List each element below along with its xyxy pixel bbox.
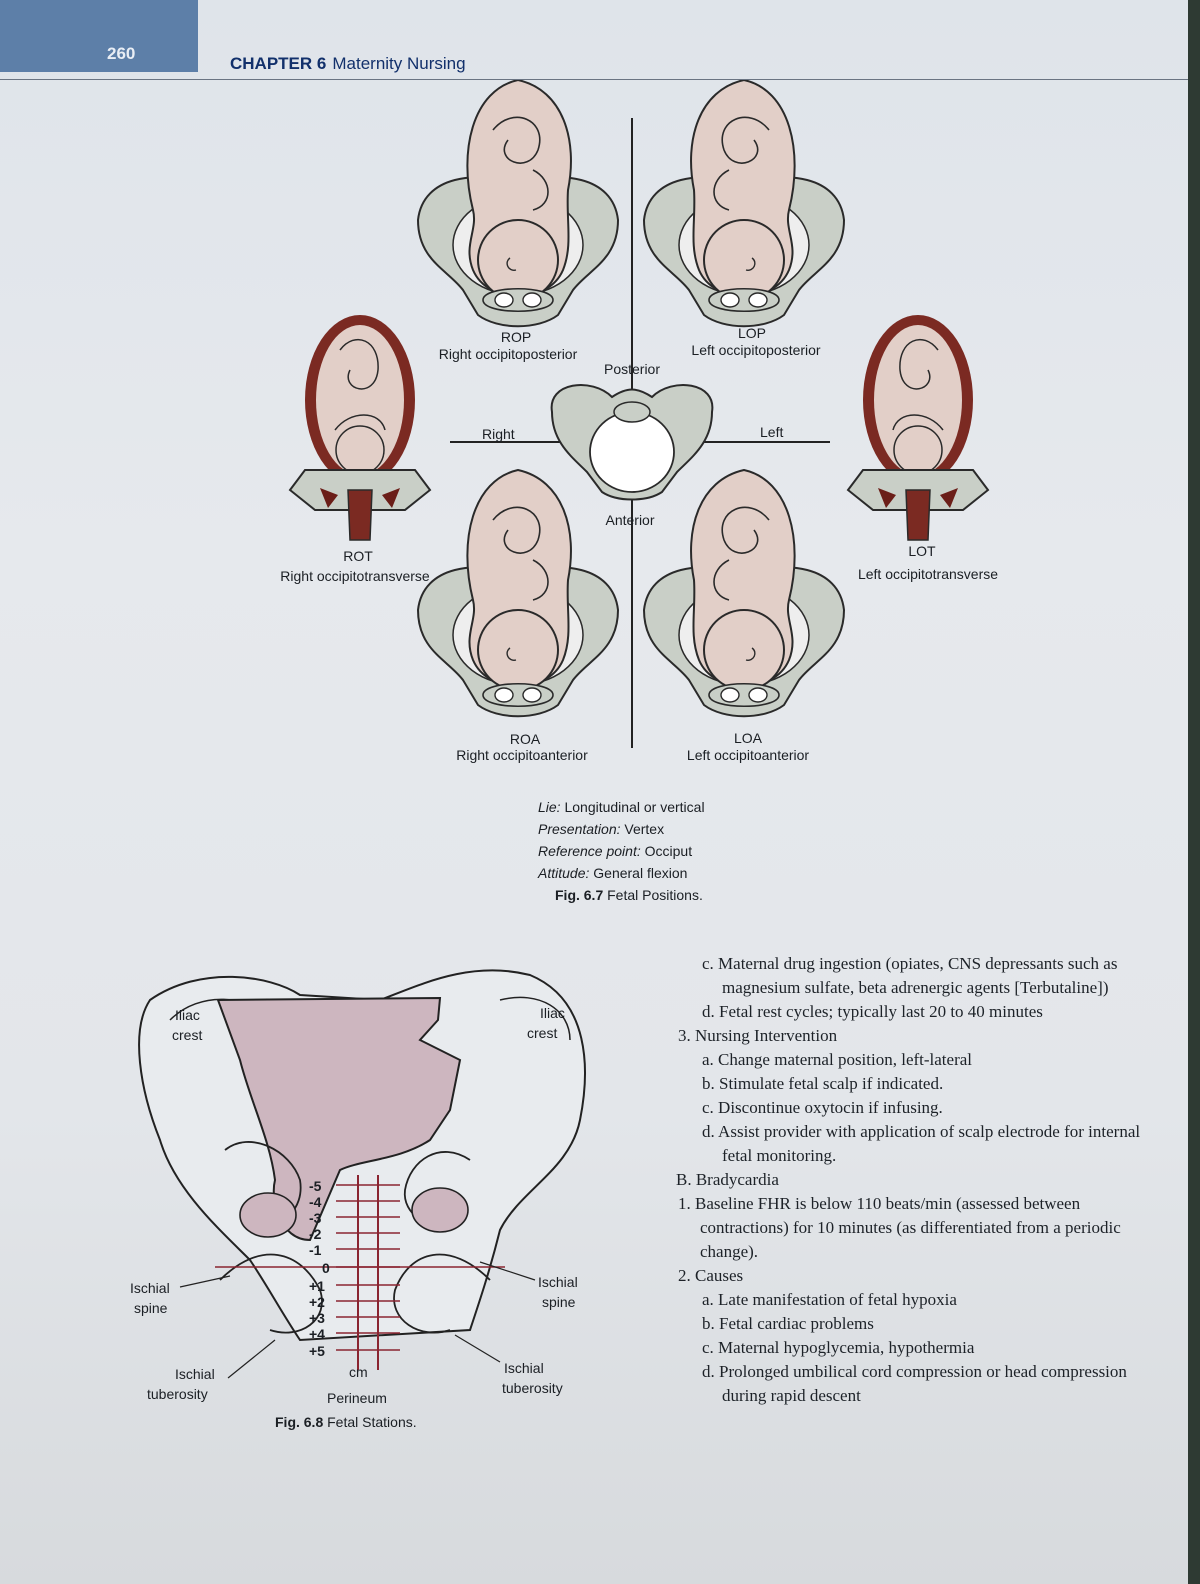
- list-item: a. Late manifestation of fetal hypoxia: [702, 1290, 957, 1309]
- list-item: d. Prolonged umbilical cord compression …: [702, 1362, 1127, 1405]
- fetal-positions-figure: [289, 80, 989, 748]
- ischial-spine-left-l1: Ischial: [130, 1280, 170, 1296]
- rot-name: Right occipitotransverse: [280, 568, 430, 584]
- body-text-column: c. Maternal drug ingestion (opiates, CNS…: [676, 952, 1156, 1408]
- ischial-tuberosity-left-l1: Ischial: [175, 1366, 215, 1382]
- loa-abbr: LOA: [733, 730, 763, 746]
- list-item: b. Stimulate fetal scalp if indicated.: [702, 1074, 944, 1093]
- page-number: 260: [107, 44, 136, 63]
- center-pelvis-diagram: [550, 384, 714, 501]
- reference-row: Reference point: Occiput: [538, 843, 693, 859]
- fetal-position-attributes: Lie: Longitudinal or vertical Presentati…: [538, 796, 705, 884]
- ischial-spine-left-l2: spine: [134, 1300, 168, 1316]
- header-rule: [0, 79, 1188, 80]
- rop-abbr: ROP: [500, 329, 532, 345]
- lot-diagram: [847, 314, 989, 541]
- list-item: c. Maternal drug ingestion (opiates, CNS…: [702, 954, 1118, 997]
- roa-diagram: [417, 469, 619, 718]
- list-item: b. Fetal cardiac problems: [702, 1314, 874, 1333]
- iliac-crest-right-l1: Iliac: [540, 1005, 565, 1021]
- posterior-label: Posterior: [603, 361, 661, 377]
- fig67-caption: Fig. 6.7 Fetal Positions.: [555, 887, 703, 903]
- lop-name: Left occipitoposterior: [691, 342, 821, 358]
- rop-diagram: [417, 80, 619, 328]
- station-label: 0: [322, 1260, 330, 1276]
- station-label: +3: [309, 1310, 325, 1326]
- ischial-tuberosity-left-l2: tuberosity: [147, 1386, 208, 1402]
- station-label: -5: [309, 1178, 322, 1194]
- roa-name: Right occipitoanterior: [456, 747, 588, 763]
- rot-abbr: ROT: [343, 548, 373, 564]
- right-label: Right: [482, 426, 515, 442]
- station-label: -4: [309, 1194, 322, 1210]
- fetal-stations-figure: [138, 969, 586, 1379]
- iliac-crest-left-l2: crest: [172, 1027, 203, 1043]
- unit-label: cm: [349, 1364, 368, 1380]
- iliac-crest-left-l1: Iliac: [175, 1007, 200, 1023]
- ischial-spine-right-l1: Ischial: [538, 1274, 578, 1290]
- ischial-tuberosity-right-l1: Ischial: [504, 1360, 544, 1376]
- perineum-label: Perineum: [327, 1390, 387, 1406]
- loa-name: Left occipitoanterior: [686, 747, 810, 763]
- lop-abbr: LOP: [737, 325, 767, 341]
- list-item: d. Fetal rest cycles; typically last 20 …: [702, 1002, 1043, 1021]
- chapter-label: CHAPTER 6: [230, 54, 327, 73]
- anterior-label: Anterior: [605, 512, 655, 528]
- loa-diagram: [643, 469, 845, 718]
- list-item: c. Maternal hypoglycemia, hypothermia: [702, 1338, 975, 1357]
- list-item: 3. Nursing Intervention: [678, 1026, 838, 1045]
- left-label: Left: [760, 424, 784, 440]
- list-item: 2. Causes: [678, 1266, 744, 1285]
- station-label: -2: [309, 1226, 322, 1242]
- lot-name: Left occipitotransverse: [857, 566, 999, 582]
- ischial-tuberosity-right-l2: tuberosity: [502, 1380, 563, 1396]
- rop-name: Right occipitoposterior: [438, 346, 578, 362]
- list-item: c. Discontinue oxytocin if infusing.: [702, 1098, 943, 1117]
- list-item: 1. Baseline FHR is below 110 beats/min (…: [678, 1194, 1121, 1261]
- fig68-caption: Fig. 6.8 Fetal Stations.: [275, 1414, 417, 1430]
- roa-abbr: ROA: [509, 731, 541, 747]
- station-label: +1: [309, 1278, 325, 1294]
- station-label: -1: [309, 1242, 322, 1258]
- station-ticks: [336, 1184, 400, 1351]
- iliac-crest-right-l2: crest: [527, 1025, 558, 1041]
- list-item: d. Assist provider with application of s…: [702, 1122, 1141, 1165]
- lop-diagram: [643, 80, 845, 328]
- station-label: -3: [309, 1210, 322, 1226]
- section-heading: B. Bradycardia: [676, 1170, 779, 1189]
- rot-diagram: [289, 314, 431, 541]
- lie-row: Lie: Longitudinal or vertical: [538, 799, 705, 815]
- station-label: +5: [309, 1343, 325, 1359]
- chapter-header: CHAPTER 6 Maternity Nursing: [230, 54, 466, 74]
- station-label: +4: [309, 1326, 325, 1342]
- attitude-row: Attitude: General flexion: [538, 865, 688, 881]
- list-item: a. Change maternal position, left-latera…: [702, 1050, 973, 1069]
- lot-abbr: LOT: [908, 543, 936, 559]
- presentation-row: Presentation: Vertex: [538, 821, 665, 837]
- chapter-title: Maternity Nursing: [332, 54, 466, 73]
- station-label: +2: [309, 1294, 325, 1310]
- page-number-tab: 260: [0, 0, 198, 72]
- ischial-spine-right-l2: spine: [542, 1294, 576, 1310]
